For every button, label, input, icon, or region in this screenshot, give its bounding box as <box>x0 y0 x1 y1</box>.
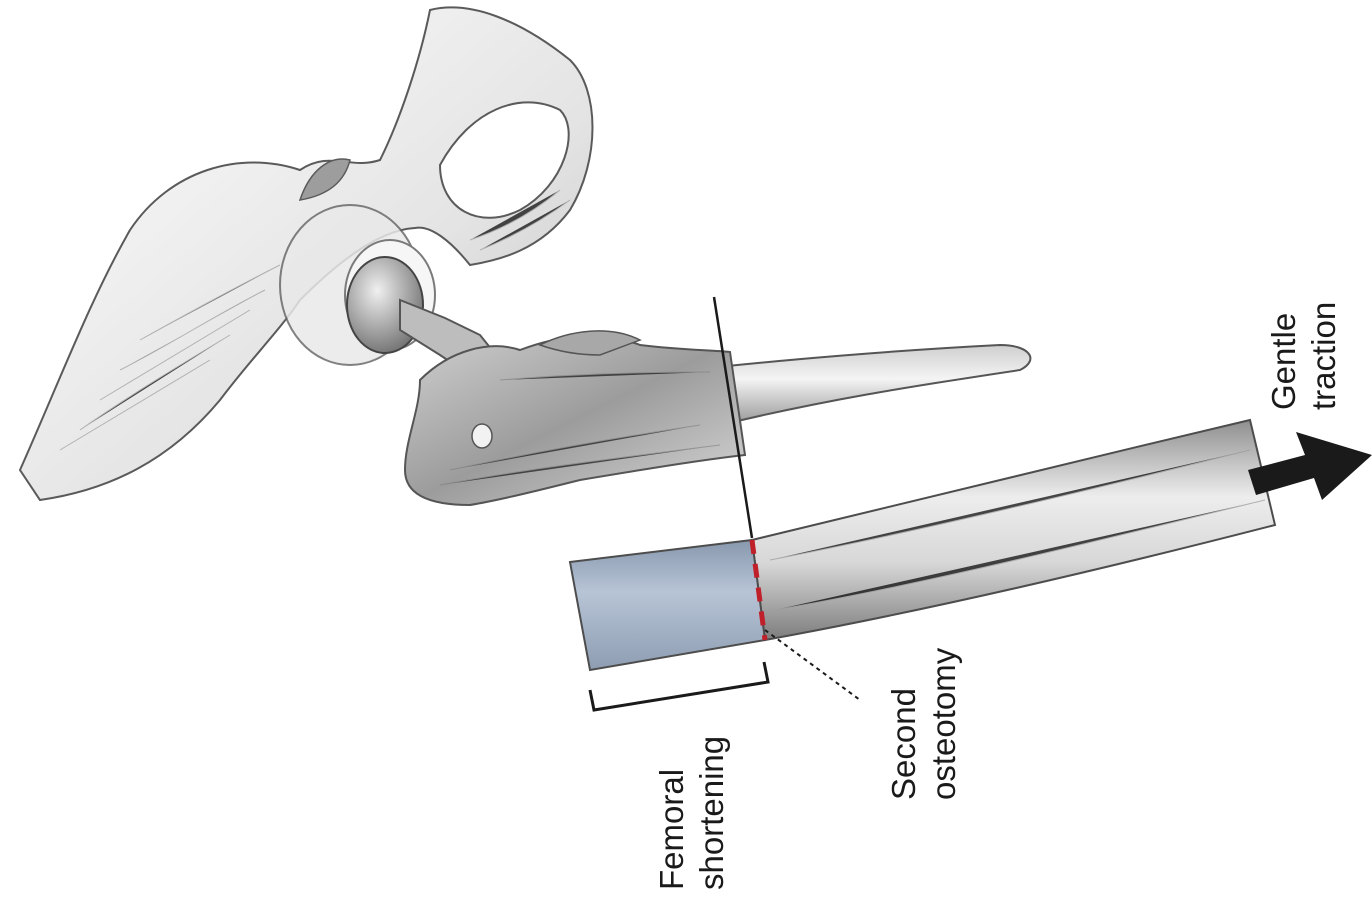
femoral-shortening-segment <box>570 540 765 670</box>
stem-hole <box>472 424 492 448</box>
femoral-shortening-line-2: shortening <box>693 736 730 890</box>
femoral-shortening-line-1: Femoral <box>653 769 690 890</box>
femoral-stem <box>690 345 1030 430</box>
second-osteotomy-label: Second osteotomy <box>885 647 962 800</box>
proximal-femur-bone <box>405 336 745 505</box>
femoral-shortening-label: Femoral shortening <box>653 736 730 890</box>
femoral-shortening-bracket <box>590 662 768 710</box>
second-osteotomy-line-1: Second <box>885 688 922 800</box>
gentle-traction-line-1: Gentle <box>1265 313 1302 410</box>
gentle-traction-label: Gentle traction <box>1265 302 1342 410</box>
second-osteotomy-leader <box>765 630 860 700</box>
distal-femur-shaft <box>752 420 1275 640</box>
gentle-traction-line-2: traction <box>1305 302 1342 410</box>
traction-arrow <box>1248 432 1372 500</box>
second-osteotomy-line-2: osteotomy <box>925 647 962 800</box>
distal-femur <box>752 420 1275 640</box>
proximal-femur <box>405 331 1030 505</box>
